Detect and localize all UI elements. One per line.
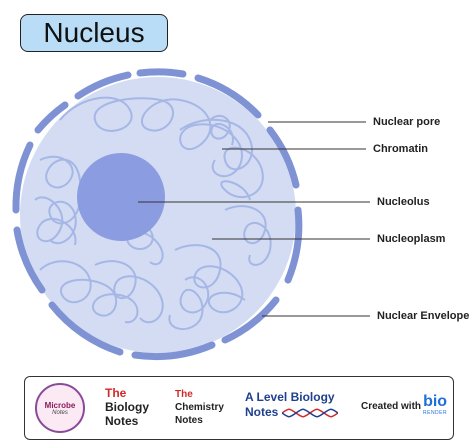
label-nuclear-envelope: Nuclear Envelope — [377, 310, 470, 322]
nuclear-envelope — [12, 68, 303, 361]
chemistry-logo-w3: Notes — [175, 415, 203, 426]
label-nuclear-pore: Nuclear pore — [373, 116, 441, 128]
alevel-logo-line2: Notes — [245, 405, 279, 419]
chromatin — [34, 96, 272, 330]
biorender-logo-render: RENDER — [423, 410, 448, 416]
biology-logo-w1: The — [105, 386, 127, 400]
biorender-logo-bio: bio — [423, 393, 448, 410]
biology-logo-w2: Biology — [105, 400, 149, 414]
biology-notes-logo: The Biology Notes — [105, 386, 149, 428]
label-nucleoplasm: Nucleoplasm — [377, 233, 446, 245]
alevel-biology-logo: A Level Biology Notes — [245, 390, 339, 420]
biology-logo-w3: Notes — [105, 414, 139, 428]
leader-lines — [138, 121, 370, 317]
biorender-logo: bio RENDER — [423, 393, 448, 417]
credits-footer: Microbe Notes The Biology Notes The Chem… — [24, 376, 454, 440]
nucleolus — [77, 153, 165, 241]
chemistry-notes-logo: The Chemistry Notes — [175, 388, 224, 427]
microbe-logo-line1: Microbe — [44, 400, 76, 410]
chemistry-logo-w2: Chemistry — [175, 402, 224, 413]
microbe-notes-logo: Microbe Notes — [35, 383, 85, 433]
microbe-logo-line2: Notes — [52, 409, 68, 416]
chemistry-logo-w1: The — [175, 389, 193, 400]
dna-icon — [281, 408, 339, 418]
alevel-logo-line1: A Level Biology — [245, 390, 335, 404]
diagram-title: Nucleus — [20, 14, 168, 52]
created-with-text: Created with — [361, 401, 422, 412]
label-nucleolus: Nucleolus — [377, 196, 430, 208]
label-chromatin: Chromatin — [373, 143, 428, 155]
